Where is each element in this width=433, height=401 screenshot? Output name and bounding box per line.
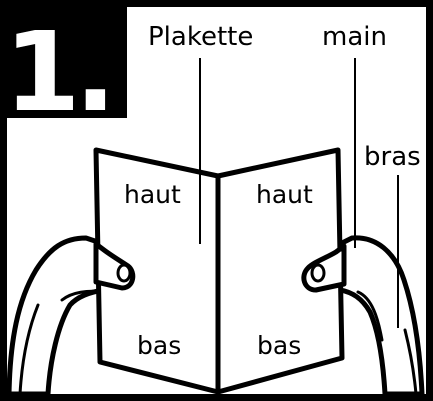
step-number: 1.: [4, 8, 110, 136]
left-hand: [93, 241, 136, 291]
booklet-right-page: [215, 147, 345, 395]
step-number-box: [0, 0, 127, 118]
label-plakette: Plakette: [148, 22, 253, 52]
label-bas-right: bas: [257, 331, 301, 360]
frame-bottom: [0, 394, 433, 401]
label-bas-left: bas: [137, 331, 181, 360]
right-hand: [301, 243, 347, 293]
frame-left: [0, 0, 7, 401]
left-arm: [6, 235, 107, 397]
right-arm: [337, 235, 425, 397]
frame-right: [426, 0, 433, 401]
label-haut-left: haut: [124, 180, 181, 209]
label-main: main: [322, 22, 387, 52]
label-bras: bras: [364, 142, 421, 172]
frame-top: [0, 0, 433, 7]
label-haut-right: haut: [256, 180, 313, 209]
booklet: [93, 147, 345, 395]
